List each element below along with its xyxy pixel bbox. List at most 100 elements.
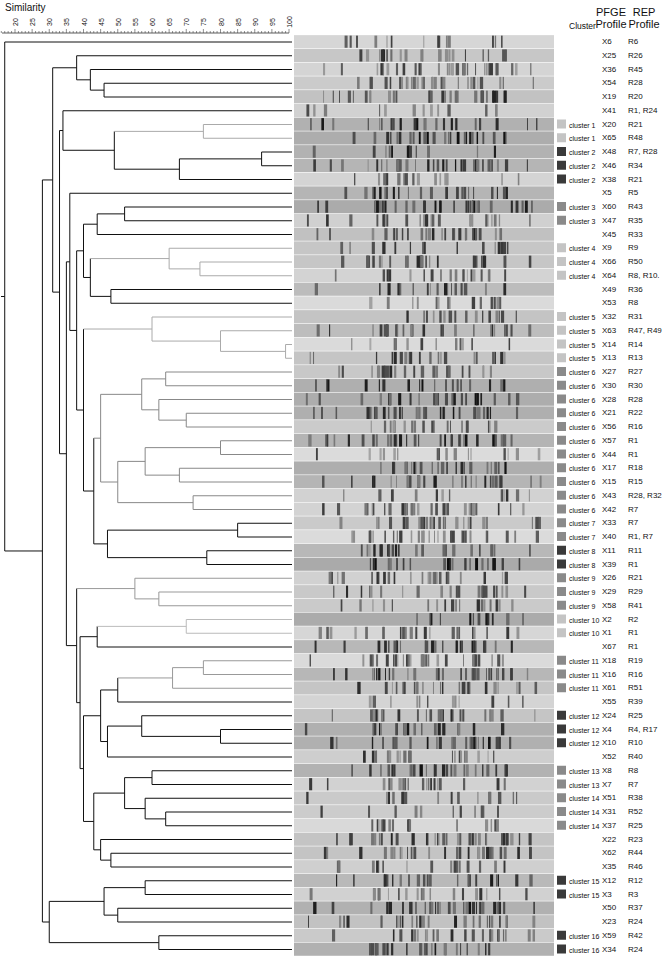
gel-band (383, 627, 385, 639)
gel-band (503, 256, 506, 268)
gel-band (486, 627, 488, 639)
gel-band (394, 366, 396, 378)
gel-band (506, 489, 508, 501)
cluster-swatch (557, 821, 566, 830)
gel-band (460, 668, 461, 680)
gel-band (486, 517, 488, 529)
gel-band (388, 393, 391, 405)
dendrogram-branch (84, 329, 153, 330)
scale-tick (110, 31, 111, 33)
gel-band (367, 544, 369, 556)
gel-band (486, 888, 488, 900)
gel-band (390, 847, 393, 859)
dendrogram-branch (124, 778, 125, 809)
gel-band (438, 352, 440, 364)
dendrogram-branch (286, 344, 292, 345)
dendrogram-branch (100, 394, 101, 482)
gel-band (443, 531, 446, 543)
gel-band (449, 421, 451, 433)
cluster-swatch (557, 353, 566, 362)
gel-band (339, 916, 341, 928)
gel-band (332, 929, 335, 941)
gel-band (487, 916, 488, 928)
gel-band (500, 709, 503, 721)
gel-band (465, 201, 467, 213)
gel-lane (294, 214, 554, 227)
gel-band (466, 421, 469, 433)
gel-lane (294, 709, 554, 722)
dendrogram-branch (159, 592, 292, 593)
gel-band (390, 778, 393, 790)
dendrogram-branch (159, 399, 292, 400)
tick-label: 85 (234, 18, 241, 26)
gel-band (476, 902, 477, 914)
gel-band (434, 379, 435, 391)
gel-band (485, 819, 488, 831)
scale-tick (80, 31, 81, 33)
dendrogram-branch (118, 922, 292, 923)
scale-tick (42, 31, 43, 33)
gel-band (457, 379, 459, 391)
dendrogram-branch (101, 839, 292, 840)
gel-band (391, 833, 393, 845)
gel-band (397, 173, 400, 185)
gel-band (354, 627, 356, 639)
dendrogram-branch (135, 598, 159, 599)
gel-lane (294, 448, 554, 461)
gel-band (436, 489, 438, 501)
gel-band (382, 214, 385, 226)
gel-band (449, 311, 452, 323)
gel-band (495, 242, 496, 254)
gel-band (388, 544, 390, 556)
gel-band (391, 36, 393, 48)
gel-band (491, 214, 492, 226)
gel-band (465, 311, 467, 323)
dendrogram-branch (221, 729, 293, 730)
gel-lane (294, 118, 554, 131)
gel-band (482, 929, 484, 941)
gel-band (425, 256, 427, 268)
gel-band (466, 764, 469, 776)
gel-band (395, 682, 397, 694)
gel-band (500, 379, 503, 391)
gel-band (418, 407, 420, 419)
gel-band (393, 91, 395, 103)
dendrogram-branch (90, 90, 104, 91)
gel-lane (294, 901, 554, 914)
gel-band (494, 544, 496, 556)
gel-band (395, 723, 396, 735)
gel-band (452, 696, 455, 708)
gel-band (375, 201, 378, 213)
gel-lane (294, 379, 554, 392)
scale-tick (4, 31, 5, 33)
gel-lane (294, 393, 554, 406)
gel-band (505, 572, 508, 584)
gel-band (381, 118, 383, 130)
scale-tick (199, 31, 200, 33)
gel-band (462, 269, 464, 281)
gel-band (457, 132, 460, 144)
gel-band (387, 751, 388, 763)
gel-band (336, 407, 338, 419)
gel-band (422, 421, 424, 433)
gel-band (470, 737, 472, 749)
gel-band (422, 654, 425, 666)
gel-band (369, 448, 371, 460)
gel-band (462, 63, 465, 75)
gel-band (529, 256, 532, 268)
cluster-swatch (557, 793, 566, 802)
dendrogram-branch (104, 83, 105, 97)
gel-band (439, 778, 442, 790)
gel-band (436, 929, 439, 941)
cluster-swatch (557, 202, 566, 211)
gel-band (452, 379, 454, 391)
gel-band (468, 847, 470, 859)
gel-band (359, 847, 362, 859)
gel-band (489, 916, 491, 928)
gel-band (462, 338, 464, 350)
gel-band (383, 778, 386, 790)
gel-band (501, 586, 503, 598)
gel-band (442, 682, 443, 694)
gel-band (384, 874, 387, 886)
gel-band (397, 723, 398, 735)
